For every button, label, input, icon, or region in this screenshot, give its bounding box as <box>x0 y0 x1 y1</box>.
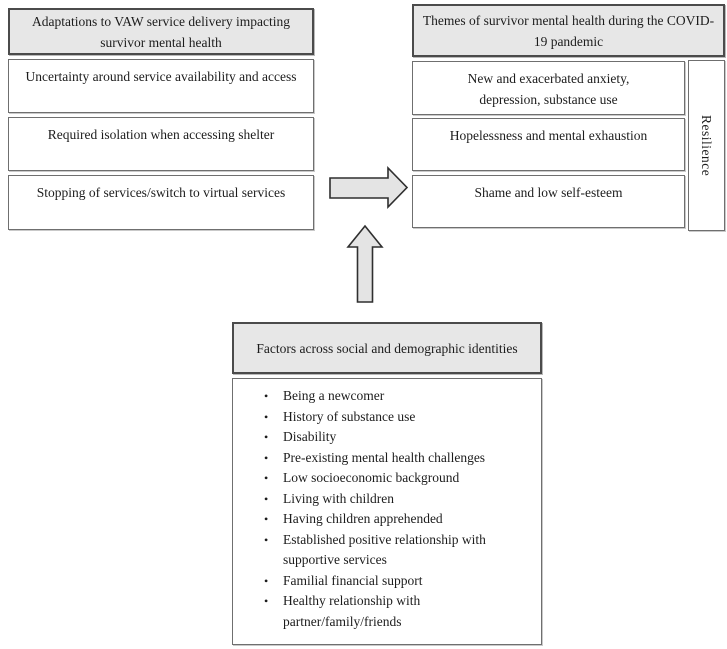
list-item: • History of substance use <box>264 407 533 428</box>
factors-header: Factors across social and demographic id… <box>232 322 542 374</box>
bullet-icon: • <box>264 532 269 547</box>
list-item-text: Being a newcomer <box>283 388 385 403</box>
list-item-text: Healthy relationship with partner/family… <box>283 593 421 629</box>
theme-box-hopelessness: Hopelessness and mental exhaustion <box>412 118 685 171</box>
adaptation-box-uncertainty: Uncertainty around service availability … <box>8 59 314 113</box>
list-item: • Familial financial support <box>264 571 533 592</box>
list-item-text: Living with children <box>283 490 394 506</box>
list-item-text: Established positive relationship with s… <box>283 531 486 568</box>
list-item: • Being a newcomer <box>264 386 533 407</box>
list-item-text: Pre-existing mental health challenges <box>283 449 486 465</box>
up-arrow-icon <box>346 224 384 303</box>
bullet-icon: • <box>264 573 269 588</box>
factors-body: • Being a newcomer • History of substanc… <box>232 378 542 645</box>
factors-list: • Being a newcomer • History of substanc… <box>233 379 541 632</box>
list-item-text: Having children apprehended <box>283 511 443 526</box>
factors-header-text: Factors across social and demographic id… <box>256 340 518 356</box>
adaptation-box-text: Uncertainty around service availability … <box>25 69 297 84</box>
adaptations-header: Adaptations to VAW service delivery impa… <box>8 8 314 55</box>
adaptation-box-text: Stopping of services/switch to virtual s… <box>36 185 286 200</box>
list-item: • Healthy relationship with partner/fami… <box>264 591 533 632</box>
list-item: • Living with children <box>264 489 533 510</box>
bullet-icon: • <box>264 430 269 444</box>
list-item: • Low socioeconomic background <box>264 468 533 489</box>
list-item-text: Familial financial support <box>283 572 423 588</box>
themes-header-text: Themes of survivor mental health during … <box>422 12 715 49</box>
theme-box-text: Hopelessness and mental exhaustion <box>449 128 648 143</box>
list-item: • Established positive relationship with… <box>264 530 533 571</box>
bullet-icon: • <box>264 389 269 403</box>
bullet-icon: • <box>264 594 269 608</box>
bullet-icon: • <box>264 491 269 506</box>
resilience-box: Resilience <box>688 60 725 231</box>
list-item-text: Disability <box>283 429 337 444</box>
adaptation-box-stopping: Stopping of services/switch to virtual s… <box>8 175 314 230</box>
theme-box-shame: Shame and low self-esteem <box>412 175 685 228</box>
adaptation-box-text: Required isolation when accessing shelte… <box>47 127 275 142</box>
right-arrow-icon <box>329 166 409 209</box>
list-item-text: Low socioeconomic background <box>283 470 460 485</box>
adaptations-header-text: Adaptations to VAW service delivery impa… <box>32 13 290 50</box>
list-item-text: History of substance use <box>283 408 416 424</box>
bullet-icon: • <box>264 471 269 485</box>
bullet-icon: • <box>264 512 269 526</box>
theme-box-text: New and exacerbated anxiety, depression,… <box>467 71 630 107</box>
resilience-label: Resilience <box>699 114 714 177</box>
adaptation-box-isolation: Required isolation when accessing shelte… <box>8 117 314 171</box>
theme-box-text: Shame and low self-esteem <box>474 185 623 200</box>
list-item: • Disability <box>264 427 533 448</box>
theme-box-anxiety: New and exacerbated anxiety, depression,… <box>412 61 685 115</box>
themes-header: Themes of survivor mental health during … <box>412 4 725 57</box>
list-item: • Pre-existing mental health challenges <box>264 448 533 469</box>
bullet-icon: • <box>264 409 269 424</box>
bullet-icon: • <box>264 450 269 465</box>
list-item: • Having children apprehended <box>264 509 533 530</box>
